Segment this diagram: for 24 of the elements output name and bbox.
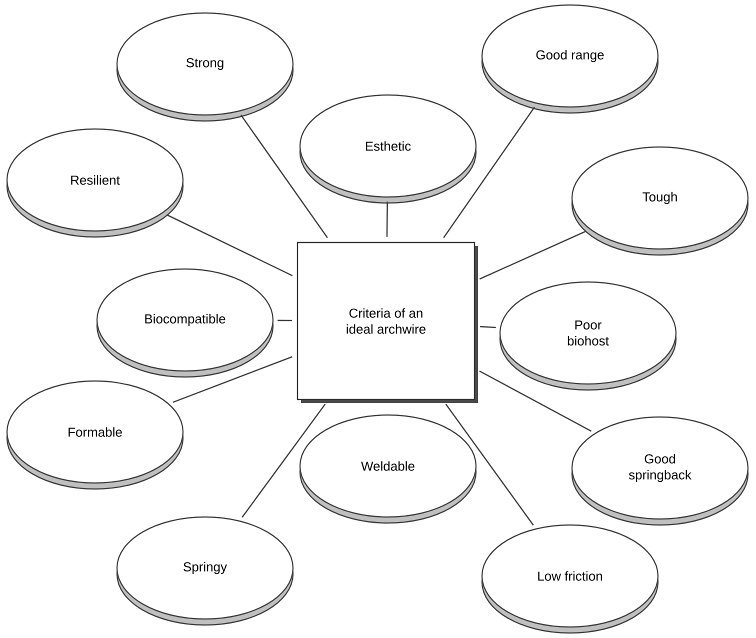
ellipse-node: Biocompatible [96, 268, 274, 378]
ellipse-node: Formable [6, 380, 184, 490]
ellipse-node: Strong [116, 12, 294, 122]
ellipse-node: Springy [116, 516, 294, 626]
center-box: Criteria of an ideal archwire [296, 242, 478, 403]
ellipse-node: Weldable [299, 414, 477, 524]
ellipse-node: Low friction [481, 524, 659, 634]
connector-line [278, 320, 292, 322]
ellipse-node: Good springback [571, 416, 749, 526]
connector-line [386, 202, 388, 237]
connector-line [240, 114, 328, 238]
connector-line [445, 404, 534, 526]
connector-line [172, 356, 292, 403]
connector-line [242, 404, 326, 518]
ellipse-node: Resilient [6, 128, 184, 238]
ellipse-node: Poor biohost [499, 281, 677, 391]
ellipse-node: Tough [571, 146, 749, 256]
connector-line [479, 370, 592, 432]
connector-line [166, 214, 293, 276]
connector-line [443, 106, 536, 238]
ellipse-node: Good range [481, 4, 659, 114]
connector-line [480, 326, 496, 328]
ellipse-node: Esthetic [299, 94, 477, 204]
connector-line [479, 230, 586, 280]
